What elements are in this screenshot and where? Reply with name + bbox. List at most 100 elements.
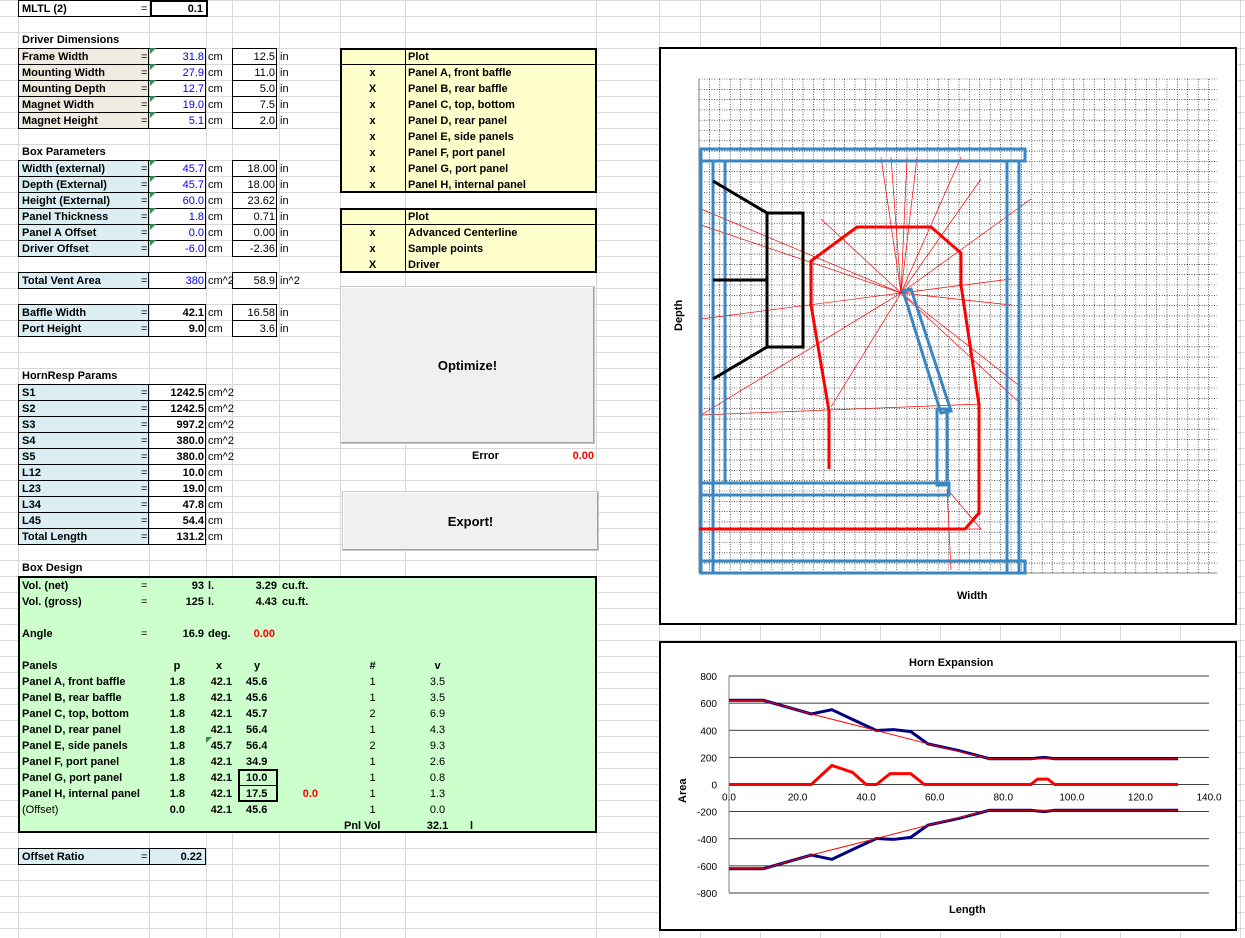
- param-label: Depth (External): [22, 179, 107, 191]
- panel-y: 17.5: [246, 788, 268, 800]
- horn-chart-title: Horn Expansion: [909, 657, 994, 669]
- panel-label: Panel H, internal panel: [22, 788, 140, 800]
- vent-inch-cell: [232, 272, 277, 289]
- param-cm-value[interactable]: 60.0: [182, 195, 204, 207]
- param-value-cell[interactable]: [149, 112, 206, 129]
- panel-y: 56.4: [246, 724, 268, 736]
- horn-ytick-label: -800: [697, 889, 717, 900]
- volume-cuft: 3.29: [255, 580, 277, 592]
- optimize-button[interactable]: Optimize!: [340, 286, 595, 444]
- checklist-toggle[interactable]: x: [369, 227, 376, 239]
- volume-liters: 93: [191, 580, 204, 592]
- box-layout-chart[interactable]: Width Depth: [659, 47, 1237, 625]
- equals-sign: =: [141, 211, 148, 223]
- checklist-toggle[interactable]: x: [369, 243, 376, 255]
- param-unit: cm: [208, 211, 223, 223]
- param-inch-cell: [232, 240, 277, 257]
- checklist-toggle[interactable]: x: [369, 131, 376, 143]
- param-cm-value[interactable]: -6.0: [185, 243, 204, 255]
- param-inch-value: 0.00: [253, 227, 275, 239]
- panel-extra: 0.0: [302, 788, 318, 800]
- param-label: Height (External): [22, 195, 111, 207]
- panels-header-y: y: [253, 660, 261, 672]
- hornresp-value: 380.0: [176, 451, 204, 463]
- title-value-cell[interactable]: [150, 0, 208, 17]
- hornresp-value: 1242.5: [170, 403, 204, 415]
- param-cm-value[interactable]: 0.0: [188, 227, 204, 239]
- error-label: Error: [472, 450, 499, 462]
- checklist-toggle[interactable]: x: [369, 147, 376, 159]
- param-inch-value: -2.36: [249, 243, 275, 255]
- angle-unit: deg.: [208, 628, 231, 640]
- param-cm-value[interactable]: 27.9: [182, 67, 204, 79]
- horn-series-line: [729, 808, 1179, 871]
- volume-liters-unit: l.: [208, 580, 215, 592]
- panel-p: 1.8: [169, 788, 185, 800]
- checklist-toggle[interactable]: x: [369, 115, 376, 127]
- width-axis-label: Width: [957, 590, 988, 602]
- hornresp-value: 54.4: [182, 515, 204, 527]
- checklist-item-label: Panel H, internal panel: [408, 179, 526, 191]
- horn-xtick-label: 140.0: [1196, 793, 1221, 804]
- param-cm-value[interactable]: 31.8: [182, 51, 204, 63]
- panel-p: 1.8: [169, 676, 185, 688]
- panel-volume: 2.6: [429, 756, 446, 768]
- param-inch-value: 11.0: [254, 67, 275, 79]
- checklist-toggle[interactable]: x: [369, 163, 376, 175]
- vent-cm-value: 380: [185, 275, 204, 287]
- input-marker-icon: [150, 240, 156, 246]
- checklist-item-label: Panel G, port panel: [408, 163, 509, 175]
- panel-count: 1: [369, 692, 376, 704]
- checklist-toggle[interactable]: x: [369, 99, 376, 111]
- panel-p: 0.0: [169, 804, 185, 816]
- param-value-cell[interactable]: [149, 240, 206, 257]
- baffle-inch-unit: in: [280, 323, 289, 335]
- vent-value-cell: [149, 272, 206, 289]
- horn-ytick-label: 800: [700, 672, 717, 683]
- equals-sign: =: [141, 99, 148, 111]
- driver-heading: Driver Dimensions: [22, 34, 120, 46]
- panel-p: 1.8: [169, 740, 185, 752]
- param-unit: cm: [208, 51, 223, 63]
- param-cm-value[interactable]: 45.7: [182, 163, 204, 175]
- volume-cuft-unit: cu.ft.: [282, 580, 309, 592]
- title-value[interactable]: 0.1: [187, 3, 203, 15]
- hornresp-unit: cm^2: [208, 403, 234, 415]
- param-cm-value[interactable]: 45.7: [182, 179, 204, 191]
- panel-x: 42.1: [210, 772, 232, 784]
- horn-ylabel: Area: [677, 778, 689, 803]
- checklist-toggle[interactable]: X: [368, 83, 377, 95]
- panel-label: Panel B, rear baffle: [22, 692, 122, 704]
- equals-sign: =: [141, 275, 148, 287]
- checklist-toggle[interactable]: x: [369, 67, 376, 79]
- hornresp-label: S5: [22, 451, 36, 463]
- panel-volume: 3.5: [429, 692, 446, 704]
- offset-ratio-value[interactable]: 0.22: [180, 851, 202, 863]
- checklist-toggle[interactable]: x: [369, 179, 376, 191]
- vent-inch-unit: in^2: [280, 275, 300, 287]
- param-cm-value[interactable]: 19.0: [182, 99, 204, 111]
- param-cm-value[interactable]: 1.8: [188, 211, 204, 223]
- panel-label: Panel E, side panels: [22, 740, 128, 752]
- input-marker-icon: [150, 176, 156, 182]
- input-marker-icon: [150, 64, 156, 70]
- param-cm-value[interactable]: 5.1: [188, 115, 204, 127]
- panel-label: Panel F, port panel: [22, 756, 120, 768]
- panel-x: 42.1: [210, 708, 232, 720]
- panels-header-count: #: [369, 660, 376, 672]
- param-inch-unit: in: [280, 211, 289, 223]
- checklist-toggle[interactable]: X: [368, 259, 377, 271]
- panel-y: 45.6: [246, 676, 268, 688]
- vent-unit: cm^2: [208, 275, 234, 287]
- checklist-item-label: Advanced Centerline: [408, 227, 518, 239]
- hornresp-unit: cm^2: [208, 419, 234, 431]
- panel-volume: 9.3: [429, 740, 446, 752]
- baffle-label-cell: [18, 320, 149, 337]
- equals-sign: =: [141, 195, 148, 207]
- param-unit: cm: [208, 227, 223, 239]
- equals-sign: =: [141, 451, 148, 463]
- param-cm-value[interactable]: 12.7: [182, 83, 204, 95]
- export-button[interactable]: Export!: [342, 491, 599, 551]
